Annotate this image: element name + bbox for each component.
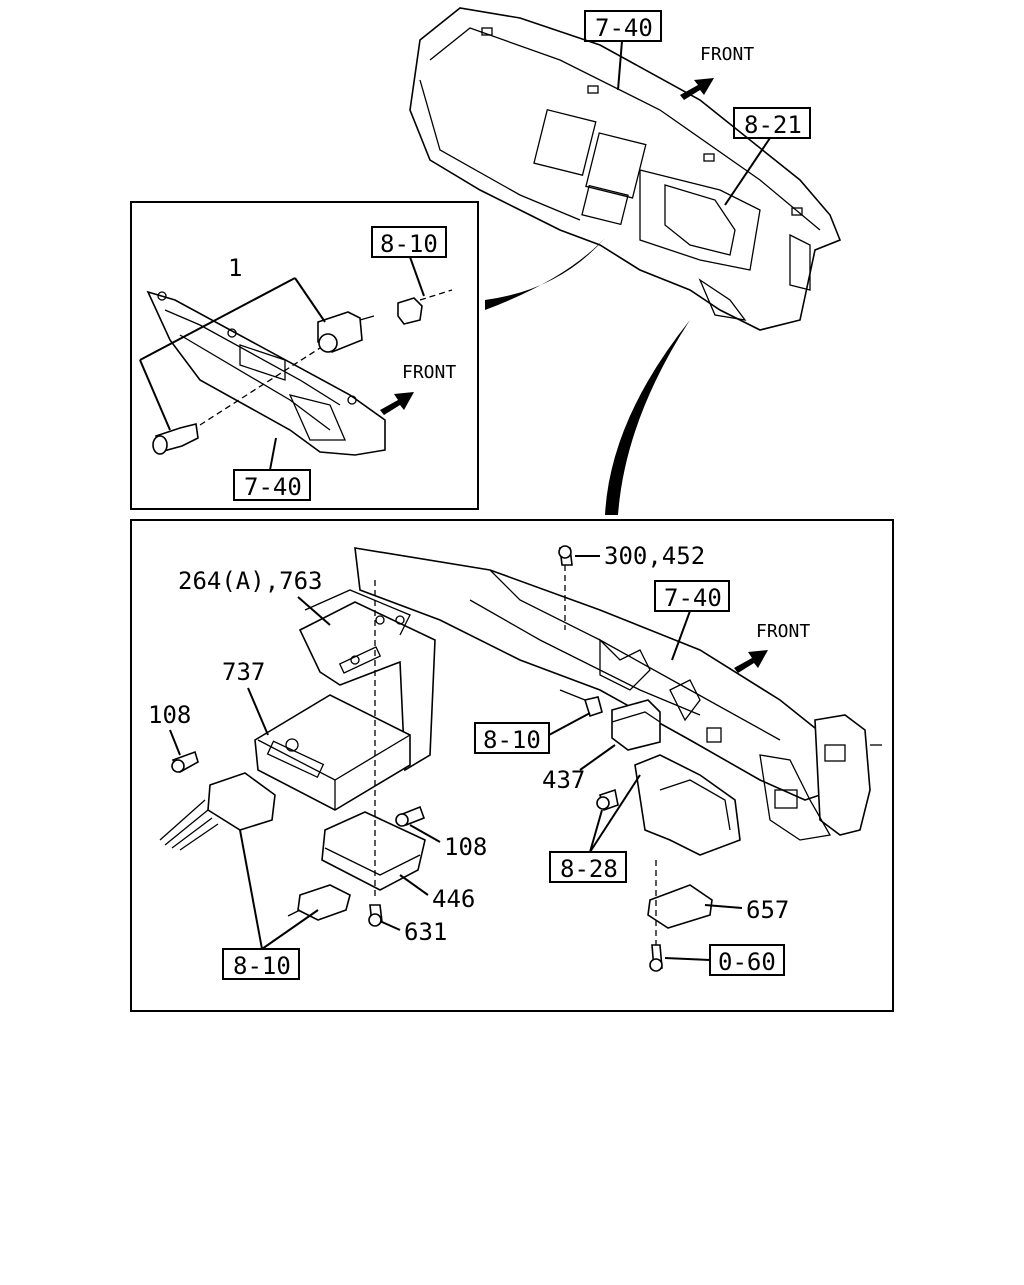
leader-line [139,277,296,361]
relay-bracket-drawing [558,545,741,972]
ref-7-40-main: 7-40 [664,584,722,612]
instrument-panel-drawing [409,7,842,331]
leader-line [269,437,277,471]
ref-8-10-bottom: 8-10 [233,952,291,980]
ref-8-10-main: 8-10 [483,726,541,754]
front-arrow-icon [680,78,714,100]
leader-line [671,610,691,661]
inset-frame [130,201,479,510]
num-437: 437 [542,766,585,794]
leader-line [409,256,425,297]
ref-7-40-inset: 7-40 [244,473,302,501]
leader-line [381,921,401,931]
leader-line [294,277,326,323]
callout-swoosh-inset [485,238,605,310]
num-264a-763: 264(A),763 [178,567,323,595]
front-label-main: FRONT [756,621,810,642]
front-arrow-icon [380,392,414,415]
leader-line [589,774,641,853]
cross-beam-drawing [354,547,882,841]
leader-line [617,40,623,91]
leader-line [579,744,616,771]
num-300-452: 300,452 [604,542,705,570]
leader-line [247,687,269,736]
leader-line [169,729,181,756]
main-frame [130,519,894,1012]
num-108-left: 108 [148,701,191,729]
switch-panel-drawing [146,289,453,456]
leader-line [239,829,263,950]
num-1: 1 [228,254,242,282]
front-label-top: FRONT [700,44,754,65]
leader-line [724,137,771,206]
ref-0-60: 0-60 [718,948,776,976]
leader-line [297,596,331,626]
leader-line [261,909,319,950]
front-label-inset: FRONT [402,362,456,383]
num-657: 657 [746,896,789,924]
ref-box-8-10-inset [371,226,447,258]
ref-8-10-inset: 8-10 [380,230,438,258]
num-108-right: 108 [444,833,487,861]
ref-box-7-40-top [584,10,662,42]
leader-line [664,957,711,961]
ref-box-7-40-main [654,580,730,612]
front-arrow-icon [734,650,768,673]
ref-box-8-21 [733,107,811,139]
leader-line [399,874,429,896]
ref-7-40-top: 7-40 [595,14,653,42]
num-737: 737 [222,658,265,686]
ecu-bracket-drawing [159,580,436,927]
ref-box-7-40-inset [233,469,311,501]
leader-line [409,824,441,843]
num-446: 446 [432,885,475,913]
leader-line [139,359,171,431]
callout-swoosh-main [605,320,690,515]
leader-line [589,809,603,853]
leader-line [548,712,591,736]
ref-8-28: 8-28 [560,855,618,883]
ref-box-8-28 [549,851,627,883]
ref-box-8-10-main [474,722,550,754]
num-631: 631 [404,918,447,946]
leader-line [704,904,743,909]
ref-8-21: 8-21 [744,111,802,139]
